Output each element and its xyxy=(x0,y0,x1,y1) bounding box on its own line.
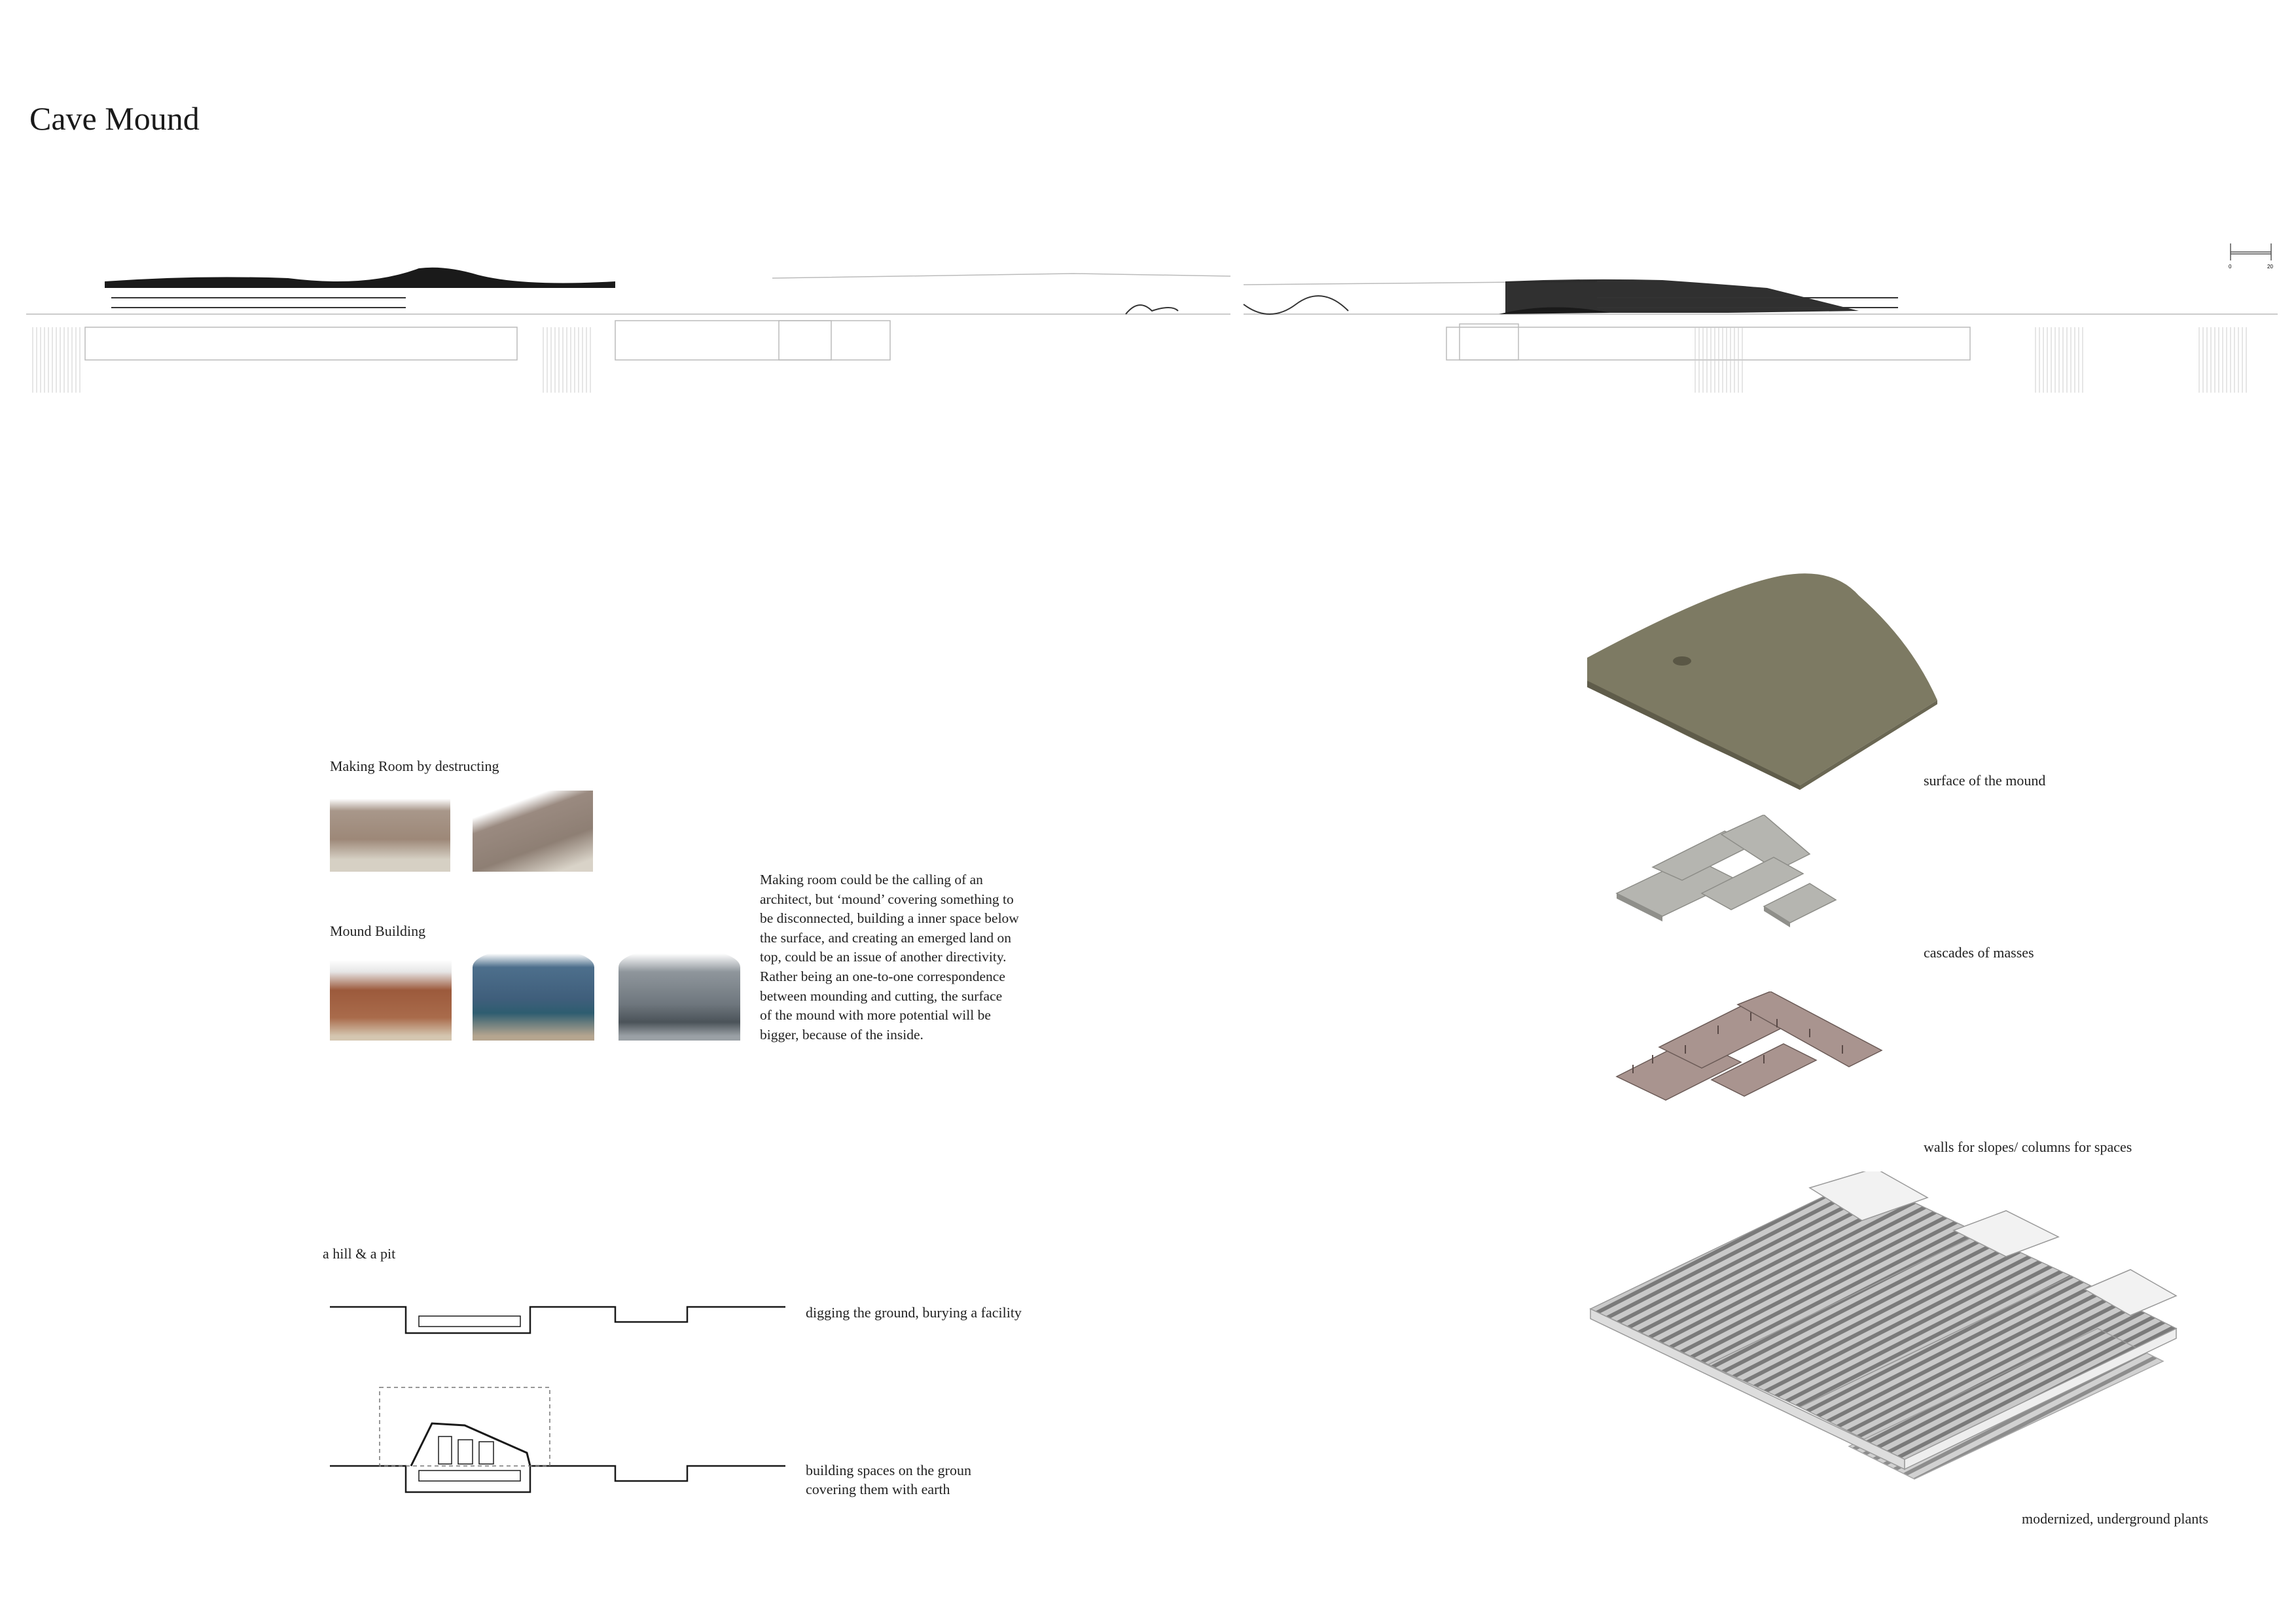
underground-plants-axon xyxy=(1589,1171,2178,1480)
essay-line: Rather being an one-to-one correspondenc… xyxy=(760,968,1005,984)
mound-surface-axon xyxy=(1587,573,1937,790)
hill-pit-diagrams xyxy=(330,1306,785,1493)
scale-bar-start: 0 xyxy=(2229,264,2232,270)
essay-line: between mounding and cutting, the surfac… xyxy=(760,988,1003,1004)
mound-building-heading: Mound Building xyxy=(330,923,426,939)
page-title: Cave Mound xyxy=(29,100,200,137)
mound-building-photo-1 xyxy=(330,949,452,1041)
building-caption-line: covering them with earth xyxy=(806,1481,950,1497)
mound-roof-right xyxy=(1505,279,1859,313)
destructing-heading: Making Room by destructing xyxy=(330,758,499,774)
masses-caption: cascades of masses xyxy=(1924,944,2034,961)
essay-line: architect, but ‘mound’ covering somethin… xyxy=(760,891,1014,907)
digging-caption: digging the ground, burying a facility xyxy=(806,1304,1022,1321)
building-caption: building spaces on the groun covering th… xyxy=(806,1461,971,1499)
destructed-hill-photo-1 xyxy=(330,791,450,872)
essay-line: the surface, and creating an emerged lan… xyxy=(760,929,1012,946)
essay-line: of the mound with more potential will be xyxy=(760,1007,991,1024)
plants-caption: modernized, underground plants xyxy=(2022,1510,2208,1527)
walls-caption: walls for slopes/ columns for spaces xyxy=(1924,1139,2132,1155)
masses-axon xyxy=(1615,815,1837,927)
mound-building-photo-2 xyxy=(473,949,594,1041)
hill-pit-heading: a hill & a pit xyxy=(323,1245,396,1262)
essay-line: be disconnected, building a inner space … xyxy=(760,910,1019,927)
surface-caption: surface of the mound xyxy=(1924,772,2046,789)
mound-roof-left xyxy=(105,267,615,288)
essay-line: Making room could be the calling of an xyxy=(760,872,983,887)
building-caption-line: building spaces on the groun xyxy=(806,1462,971,1478)
destructed-hill-photo-2 xyxy=(473,791,593,872)
essay-line: top, could be an issue of another direct… xyxy=(760,949,1007,965)
site-section-drawing: 0 20 xyxy=(26,243,2278,393)
walls-columns-axon xyxy=(1615,991,1883,1101)
essay-paragraph: Making room could be the calling of an a… xyxy=(760,870,1061,1044)
building-section xyxy=(330,1465,785,1493)
digging-section xyxy=(330,1306,785,1334)
essay-line: bigger, because of the inside. xyxy=(760,1026,924,1043)
mound-building-photo-3 xyxy=(619,949,740,1041)
scale-bar-end: 20 xyxy=(2267,264,2273,270)
